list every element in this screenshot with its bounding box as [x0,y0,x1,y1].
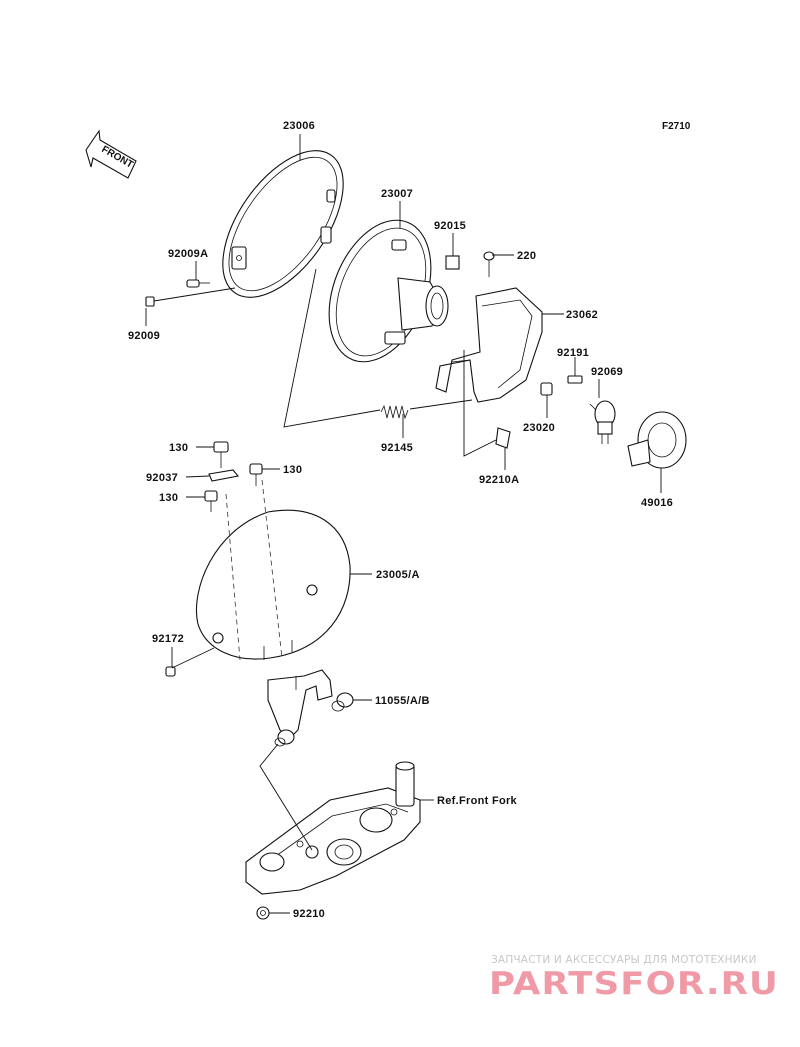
label-92069: 92069 [591,366,623,378]
spring-92145 [380,404,409,420]
front-direction-arrow: FRONT [85,129,137,179]
triple-clamp [245,761,421,895]
screw-220 [483,251,495,277]
grommet-lower [274,729,295,747]
screw-92172 [165,647,215,677]
label-92009: 92009 [128,330,160,342]
headlight-housing [328,219,449,363]
diagram-code: F2710 [662,121,691,132]
headlight-bracket [435,287,543,403]
fork-assembly-line [259,743,313,851]
headlight-rim [222,150,344,298]
label-92172: 92172 [152,633,184,645]
square-nut [445,255,460,270]
headlight-visor [196,479,351,661]
label-92210: 92210 [293,908,325,920]
label-130-right: 130 [283,464,302,476]
label-92009a: 92009A [168,248,208,260]
bolt-130-top [213,441,229,468]
leader-lines [145,134,662,914]
headlight-bulb [589,400,616,444]
label-23062: 23062 [566,309,598,321]
label-23020: 23020 [523,422,555,434]
watermark-logo: PARTSFOR.RU [489,966,779,1002]
label-130-left: 130 [159,492,178,504]
clip-23020 [540,382,553,396]
lower-bracket [267,669,333,739]
bolt-130-right [249,463,263,486]
nut-92210 [256,906,270,920]
bulb-boot [627,411,687,469]
washer-92037 [208,469,240,482]
label-23007: 23007 [381,188,413,200]
screw-92009 [145,287,236,307]
label-92037: 92037 [146,472,178,484]
screw-92009a [186,279,210,288]
label-220: 220 [517,250,536,262]
label-92145: 92145 [381,442,413,454]
label-92210a: 92210A [479,474,519,486]
plate-92210a [495,427,511,449]
label-11055: 11055/A/B [375,695,430,707]
label-23005a: 23005/A [376,569,420,581]
label-ref-front-fork: Ref.Front Fork [437,795,518,807]
label-92015: 92015 [434,220,466,232]
label-130-top: 130 [169,442,188,454]
assembly-lines [283,268,497,457]
label-92191: 92191 [557,347,589,359]
watermark-tagline: ЗАПЧАСТИ И АКСЕССУАРЫ ДЛЯ МОТОТЕХНИКИ [491,954,757,966]
grommet-11055 [331,692,354,712]
spacer-92191 [567,375,583,384]
bolt-130-left [204,490,218,512]
label-23006: 23006 [283,120,315,132]
label-49016: 49016 [641,497,673,509]
